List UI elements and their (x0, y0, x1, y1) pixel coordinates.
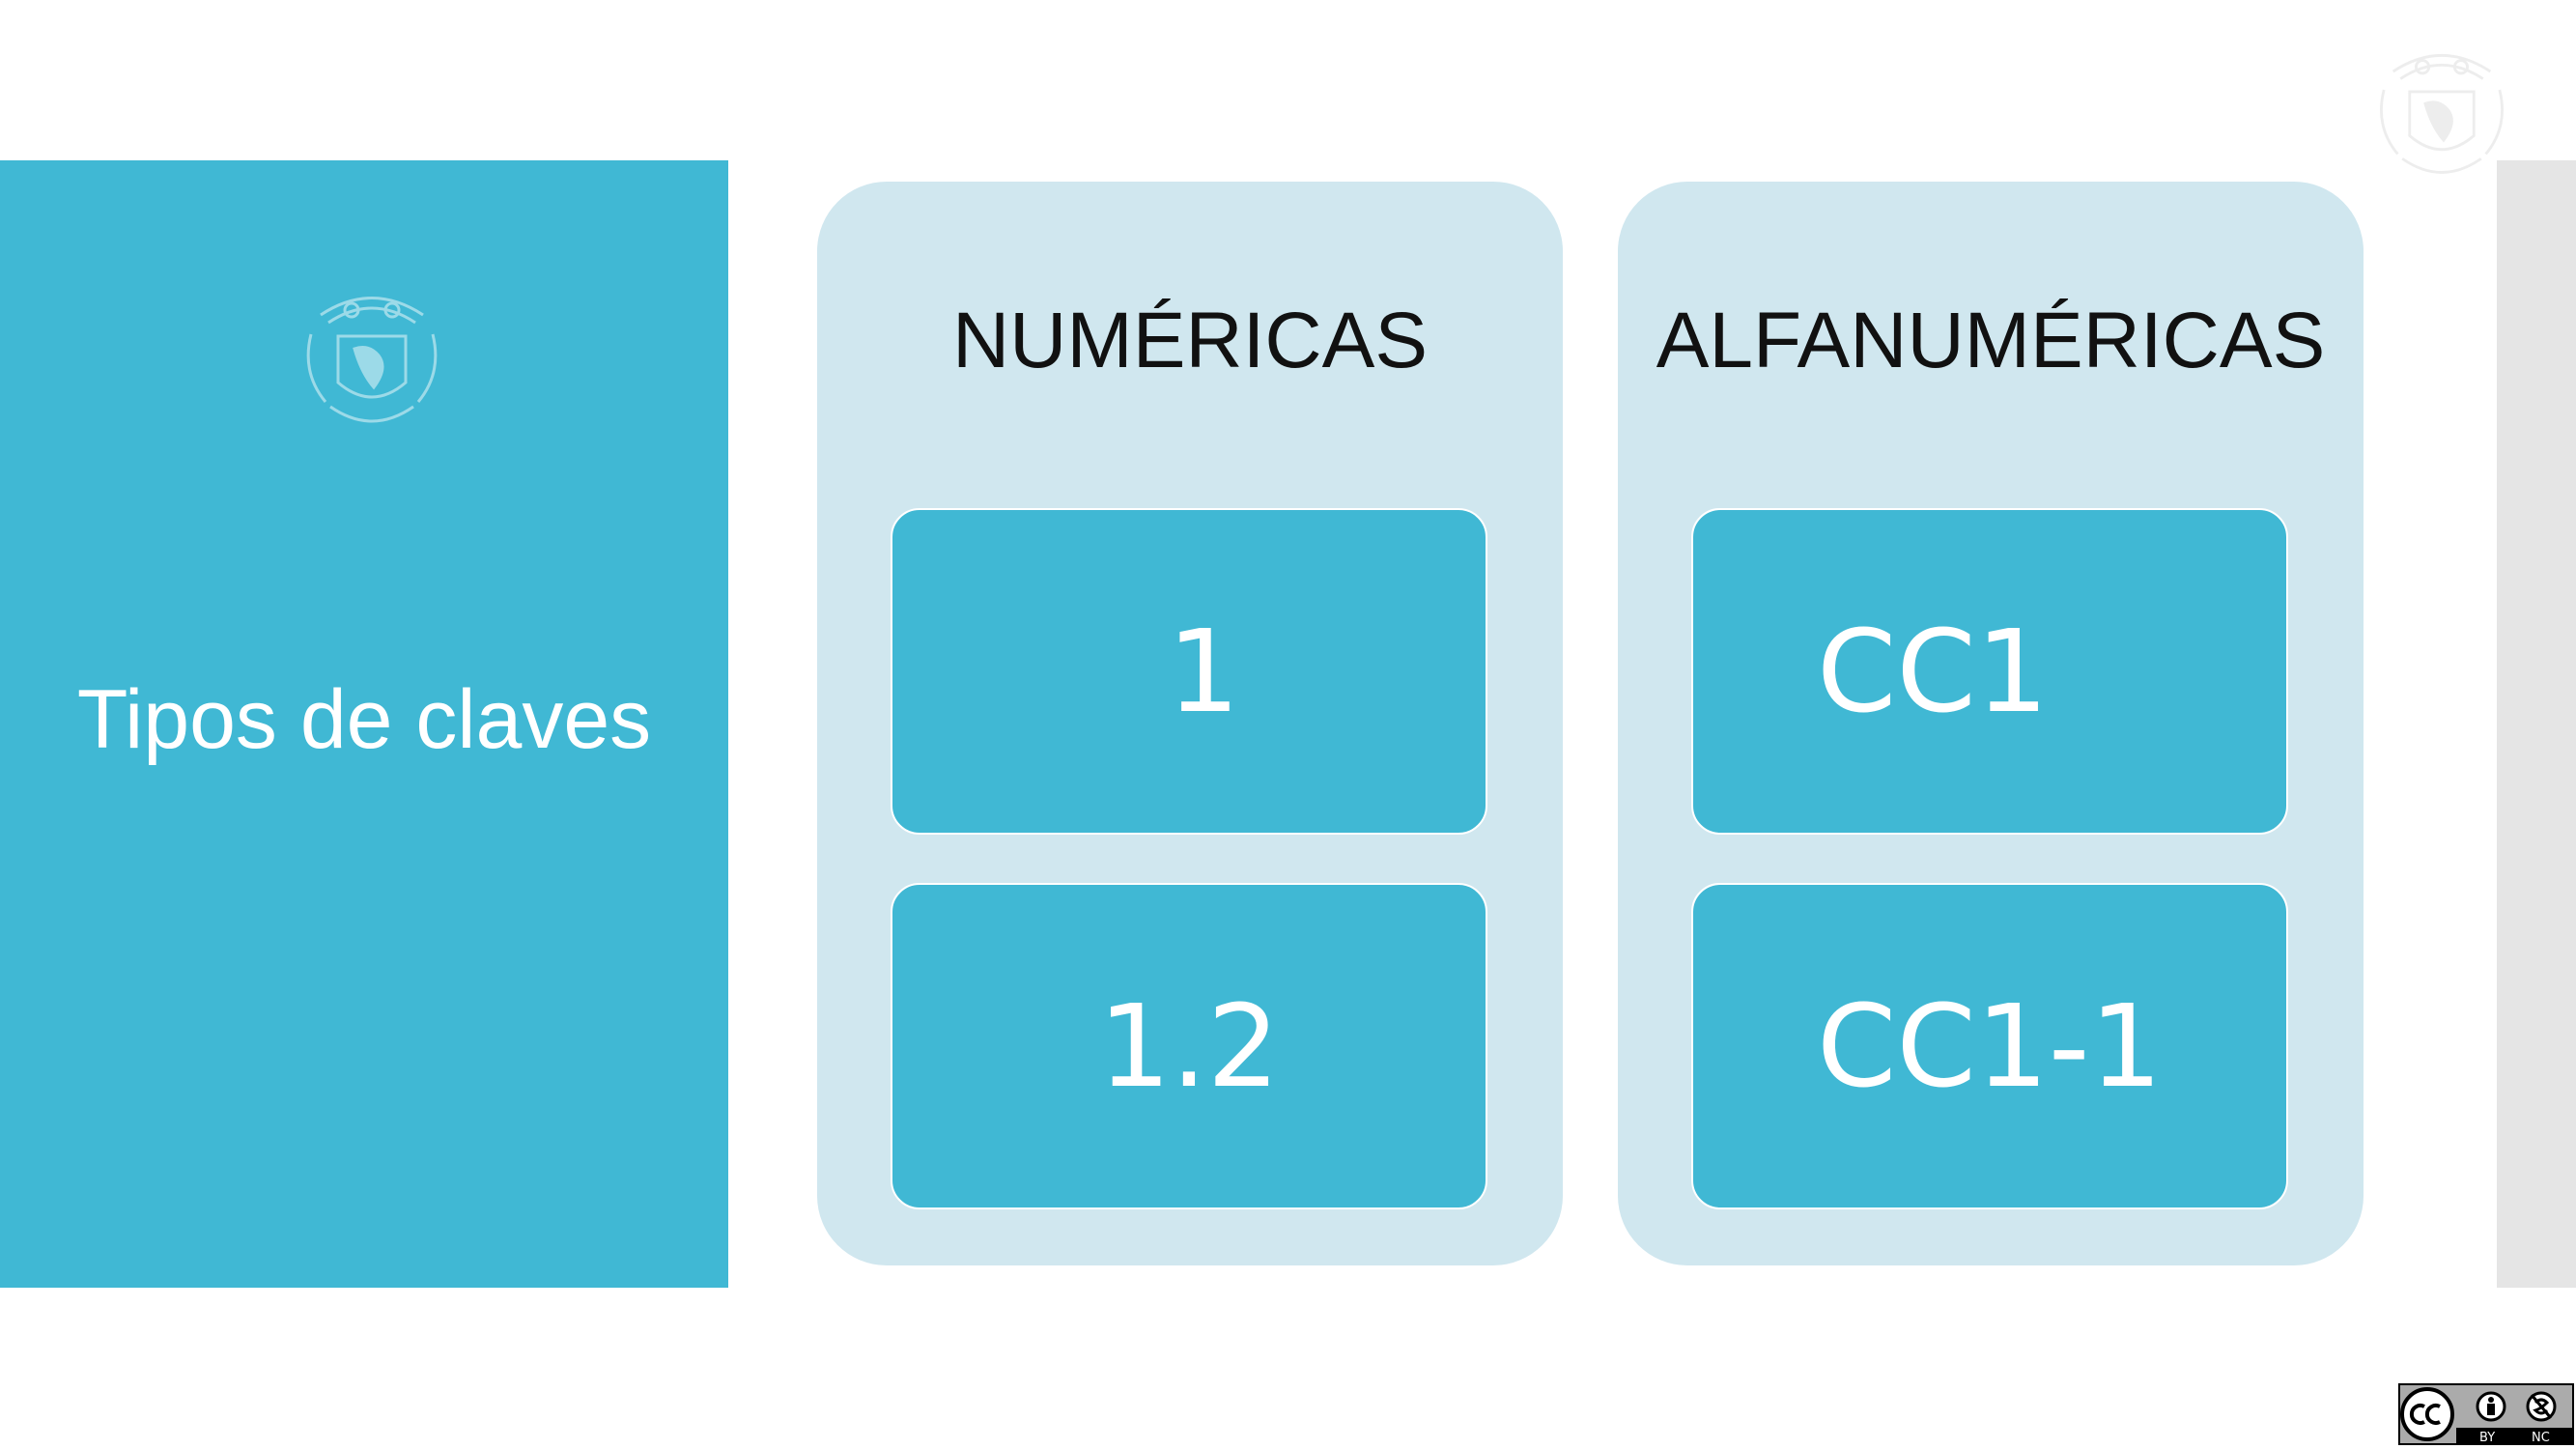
key-example: 1.2 (891, 883, 1487, 1209)
university-seal-icon (306, 297, 438, 423)
key-example: CC1 (1691, 508, 2288, 835)
svg-text:NC: NC (2532, 1431, 2550, 1445)
key-example: 1 (891, 508, 1487, 835)
group-heading: ALFANUMÉRICAS (1656, 297, 2326, 384)
svg-text:BY: BY (2479, 1431, 2495, 1445)
alphanumeric-keys-panel: ALFANUMÉRICAS CC1 CC1-1 (1618, 182, 2364, 1265)
key-example: CC1-1 (1691, 883, 2288, 1209)
creative-commons-by-nc-icon: BY NC (2398, 1383, 2574, 1445)
university-seal-icon (2380, 54, 2504, 174)
side-strip (2497, 160, 2576, 1288)
slide-title: Tipos de claves (76, 673, 652, 766)
numeric-keys-panel: NUMÉRICAS 1 1.2 (817, 182, 1563, 1265)
group-heading: NUMÉRICAS (951, 297, 1429, 384)
